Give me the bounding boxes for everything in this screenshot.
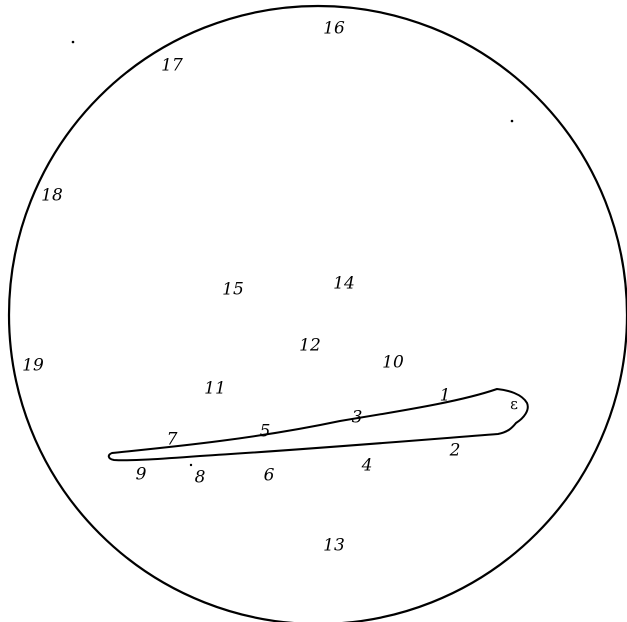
label-19: 19 <box>22 356 44 376</box>
label-7: 7 <box>167 430 178 450</box>
outer-circle <box>7 4 627 622</box>
label-4: 4 <box>361 456 373 476</box>
stray-dot <box>510 119 514 123</box>
tip-symbol: ε <box>510 395 518 413</box>
label-10: 10 <box>382 353 404 373</box>
label-13: 13 <box>323 536 345 556</box>
elongated-shape <box>107 388 529 462</box>
label-5: 5 <box>260 422 271 442</box>
label-18: 18 <box>41 186 63 206</box>
label-1: 1 <box>440 386 451 406</box>
stray-dot <box>71 40 75 44</box>
label-8: 8 <box>195 468 206 488</box>
label-2: 2 <box>449 441 461 461</box>
label-12: 12 <box>299 336 321 356</box>
label-9: 9 <box>136 465 147 485</box>
label-11: 11 <box>204 379 226 399</box>
stray-dot <box>189 463 193 467</box>
label-3: 3 <box>352 408 363 428</box>
label-14: 14 <box>333 274 355 294</box>
label-17: 17 <box>161 56 183 76</box>
label-6: 6 <box>264 466 275 486</box>
label-16: 16 <box>323 19 345 39</box>
label-15: 15 <box>222 280 244 300</box>
